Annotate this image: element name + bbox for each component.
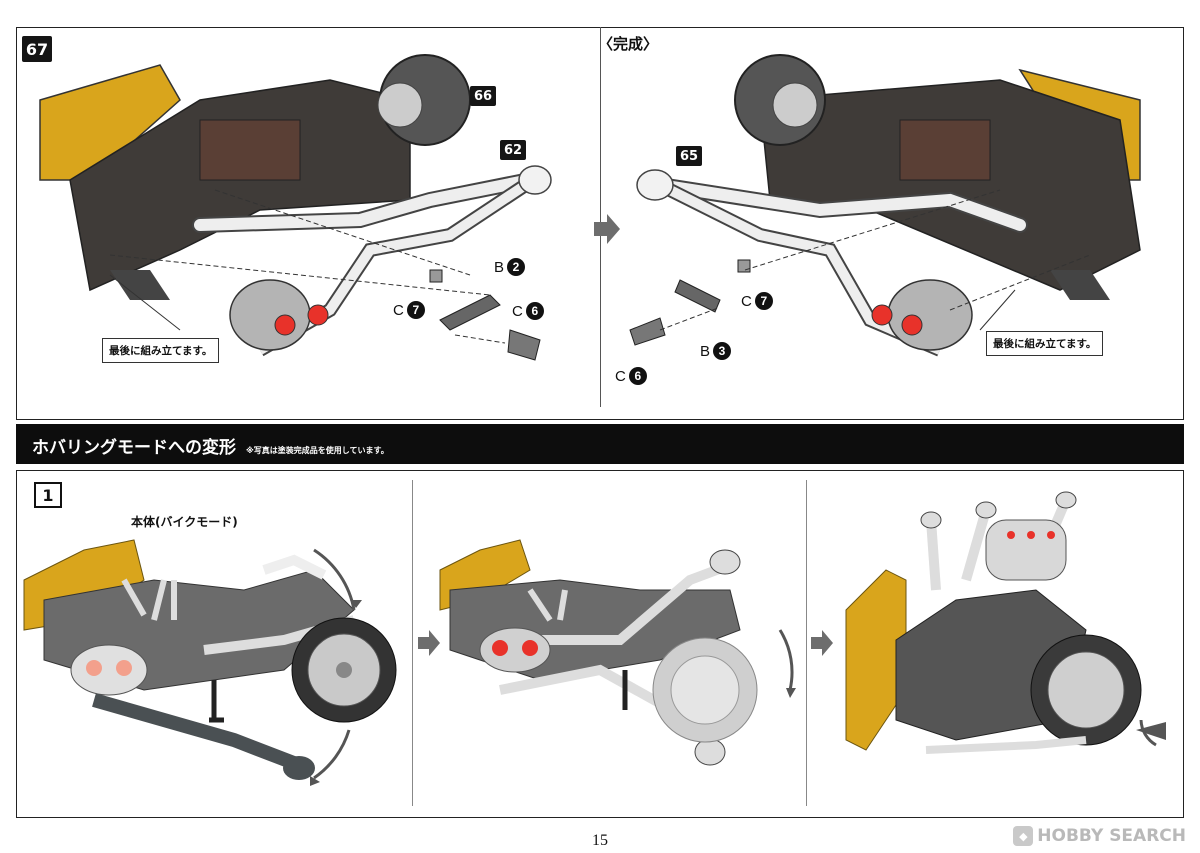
- photo-transform-stage-2: [439, 539, 796, 766]
- step-arrow-icon: [594, 214, 620, 244]
- completed-label: 〈完成〉: [598, 35, 659, 53]
- note-assemble-last-right: 最後に組み立てます。: [986, 331, 1104, 356]
- photo-hovering-mode: [845, 491, 1166, 754]
- photo-divider-1: [412, 480, 413, 806]
- part-tag-62: 62: [500, 140, 526, 160]
- step-67-badge: 67: [22, 36, 52, 62]
- hobby-search-logo-icon: ◆: [1013, 826, 1034, 846]
- part-tag-66: 66: [470, 86, 496, 106]
- assembly-illustration-left: [39, 54, 552, 361]
- step-1-badge: 1: [34, 482, 62, 508]
- section-note: ※写真は塗装完成品を使用しています。: [246, 446, 389, 455]
- photo-divider-2: [806, 480, 807, 806]
- transform-arrow-icon-2: [811, 630, 833, 656]
- body-bike-mode-label: 本体(バイクモード): [131, 515, 238, 529]
- part-tag-65: 65: [676, 146, 702, 166]
- note-assemble-last-left: 最後に組み立てます。: [102, 338, 220, 363]
- section-banner: ホバリングモードへの変形 ※写真は塗装完成品を使用しています。: [16, 424, 1184, 464]
- section-title: ホバリングモードへの変形: [32, 438, 236, 458]
- hobby-search-watermark: ◆ HOBBY SEARCH: [1013, 826, 1186, 846]
- photo-bike-mode: [23, 539, 397, 786]
- step-67-divider: [600, 27, 601, 407]
- assembly-illustration-right: [629, 54, 1141, 357]
- page-number: 15: [592, 832, 608, 849]
- transform-arrow-icon-1: [418, 630, 440, 656]
